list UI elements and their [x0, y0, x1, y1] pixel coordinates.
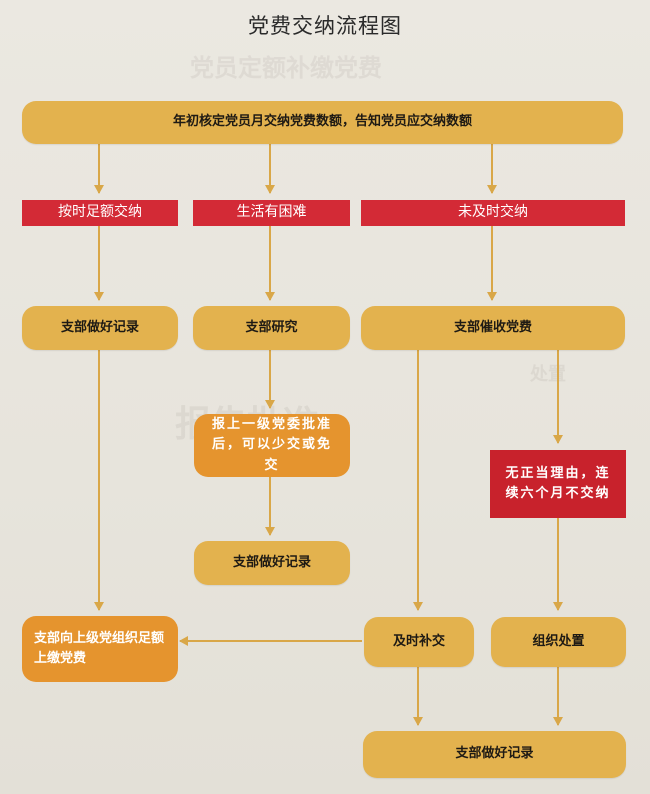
submit-up-node: 支部向上级党组织足额上缴党费 — [22, 616, 178, 682]
study-node: 支部研究 — [193, 306, 350, 350]
start-node: 年初核定党员月交纳党费数额，告知党员应交纳数额 — [22, 101, 623, 144]
label-on-time: 按时足额交纳 — [22, 200, 178, 226]
record-final-node: 支部做好记录 — [363, 731, 626, 778]
approval-node: 报上一级党委批准后，可以少交或免交 — [194, 414, 350, 477]
urge-node: 支部催收党费 — [361, 306, 625, 350]
label-late: 未及时交纳 — [361, 200, 625, 226]
pay-promptly-node: 及时补交 — [364, 617, 474, 667]
label-hardship: 生活有困难 — [193, 200, 350, 226]
page-title: 党费交纳流程图 — [248, 14, 402, 38]
record-node-1: 支部做好记录 — [22, 306, 178, 350]
no-reason-node: 无正当理由，连续六个月不交纳 — [490, 450, 626, 518]
org-action-node: 组织处置 — [491, 617, 626, 667]
record-node-2: 支部做好记录 — [194, 541, 350, 585]
